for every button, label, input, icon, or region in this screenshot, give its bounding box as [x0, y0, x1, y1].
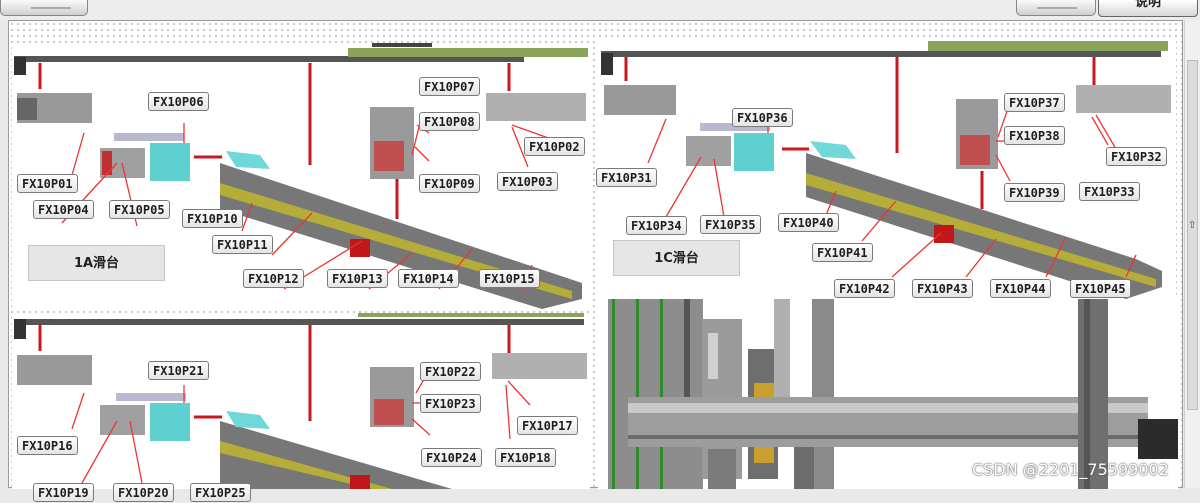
label-fx10p01: FX10P01: [17, 174, 78, 193]
label-fx10p36: FX10P36: [732, 108, 793, 127]
panel-gantry-render: [598, 299, 1178, 489]
scroll-up-icon[interactable]: ⇧: [1188, 220, 1197, 231]
forward-button[interactable]: [1016, 0, 1096, 16]
label-fx10p32: FX10P32: [1106, 147, 1167, 166]
label-fx10p15: FX10P15: [479, 269, 540, 288]
label-fx10p42: FX10P42: [834, 279, 895, 298]
label-fx10p45: FX10P45: [1070, 279, 1131, 298]
diagram-workspace: 1A滑台 FX10P01 FX10P02 FX10P03 FX10P04 FX1…: [8, 20, 1183, 502]
csdn-watermark: CSDN @2201_75599002: [972, 460, 1169, 479]
arrow-right-icon: [1037, 7, 1077, 9]
label-fx10p14: FX10P14: [398, 269, 459, 288]
gantry-machine-image: [598, 299, 1178, 489]
scrollbar-thumb[interactable]: [1187, 60, 1198, 410]
back-button[interactable]: [0, 0, 88, 16]
label-fx10p19: FX10P19: [33, 483, 94, 502]
label-fx10p08: FX10P08: [419, 112, 480, 131]
label-fx10p41: FX10P41: [812, 243, 873, 262]
label-fx10p43: FX10P43: [912, 279, 973, 298]
label-fx10p34: FX10P34: [626, 216, 687, 235]
label-fx10p33: FX10P33: [1079, 182, 1140, 201]
arrow-left-icon: [31, 7, 71, 9]
slide-1c-drawing: [601, 41, 1171, 299]
label-fx10p23: FX10P23: [420, 394, 481, 413]
label-fx10p03: FX10P03: [497, 172, 558, 191]
help-button[interactable]: 说明: [1098, 0, 1198, 17]
label-fx10p13: FX10P13: [327, 269, 388, 288]
label-fx10p20: FX10P20: [113, 483, 174, 502]
label-fx10p04: FX10P04: [33, 200, 94, 219]
slide-1c-title[interactable]: 1C滑台: [613, 240, 740, 276]
panel-1a-slide: 1A滑台 FX10P01 FX10P02 FX10P03 FX10P04 FX1…: [12, 43, 590, 309]
label-fx10p06: FX10P06: [148, 92, 209, 111]
label-fx10p25: FX10P25: [190, 483, 251, 502]
top-toolbar: 说明: [0, 0, 1200, 20]
label-fx10p21: FX10P21: [148, 361, 209, 380]
panel-1c-slide: 1C滑台 FX10P31 FX10P32 FX10P33 FX10P34 FX1…: [596, 41, 1176, 307]
label-fx10p16: FX10P16: [17, 436, 78, 455]
label-fx10p37: FX10P37: [1004, 93, 1065, 112]
label-fx10p38: FX10P38: [1004, 126, 1065, 145]
label-fx10p17: FX10P17: [517, 416, 578, 435]
slide-1a-title[interactable]: 1A滑台: [28, 245, 165, 281]
label-fx10p05: FX10P05: [109, 200, 170, 219]
label-fx10p39: FX10P39: [1004, 183, 1065, 202]
label-fx10p31: FX10P31: [596, 168, 657, 187]
label-fx10p02: FX10P02: [524, 137, 585, 156]
label-fx10p24: FX10P24: [421, 448, 482, 467]
label-fx10p18: FX10P18: [495, 448, 556, 467]
label-fx10p40: FX10P40: [778, 213, 839, 232]
vertical-scrollbar[interactable]: ⇧: [1184, 20, 1200, 488]
slide-lower-drawing: [14, 313, 587, 489]
panel-lower-slide: FX10P16 FX10P17 FX10P18 FX10P19 FX10P20 …: [12, 313, 590, 502]
label-fx10p10: FX10P10: [182, 209, 243, 228]
label-fx10p11: FX10P11: [212, 235, 273, 254]
label-fx10p22: FX10P22: [420, 362, 481, 381]
label-fx10p44: FX10P44: [990, 279, 1051, 298]
label-fx10p35: FX10P35: [700, 215, 761, 234]
label-fx10p12: FX10P12: [243, 269, 304, 288]
label-fx10p09: FX10P09: [419, 174, 480, 193]
label-fx10p07: FX10P07: [419, 77, 480, 96]
